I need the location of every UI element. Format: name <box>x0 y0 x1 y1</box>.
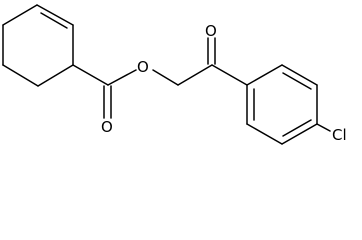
aromatic-bond <box>246 64 283 86</box>
ester-carbonyl-oxygen-label: O <box>101 118 113 136</box>
aromatic-bond <box>281 123 318 145</box>
ester-oxygen-to-methylene-bond <box>152 69 179 86</box>
carbonyl-to-ester-oxygen-bond <box>107 69 137 86</box>
chlorine-substituent: Cl <box>316 123 347 144</box>
ring-bond <box>36 4 74 26</box>
ketone-group: O <box>177 22 248 86</box>
aromatic-bond <box>246 123 283 145</box>
molecule-structure: O O O Cl <box>2 4 347 145</box>
methylene-to-ketone-bond <box>177 64 213 86</box>
ester-group: O O <box>72 58 179 136</box>
ring-bond <box>37 64 74 87</box>
cyclohexene-ring <box>2 4 74 87</box>
ring-to-carbonyl-bond <box>72 64 109 86</box>
aromatic-bond <box>281 64 318 86</box>
ring-bond <box>2 64 39 87</box>
aromatic-double-bond-inner <box>282 119 312 137</box>
ester-oxygen-label: O <box>137 58 149 76</box>
ring-bond <box>2 4 38 26</box>
ring-double-bond-inner <box>40 12 68 29</box>
ring-to-chlorine-bond <box>316 123 331 132</box>
aromatic-double-bond-inner <box>282 72 312 90</box>
chlorine-label: Cl <box>332 126 347 144</box>
ketone-oxygen-label: O <box>205 22 217 40</box>
ketone-to-ring-bond <box>211 64 248 86</box>
chlorophenyl-ring <box>246 64 318 145</box>
